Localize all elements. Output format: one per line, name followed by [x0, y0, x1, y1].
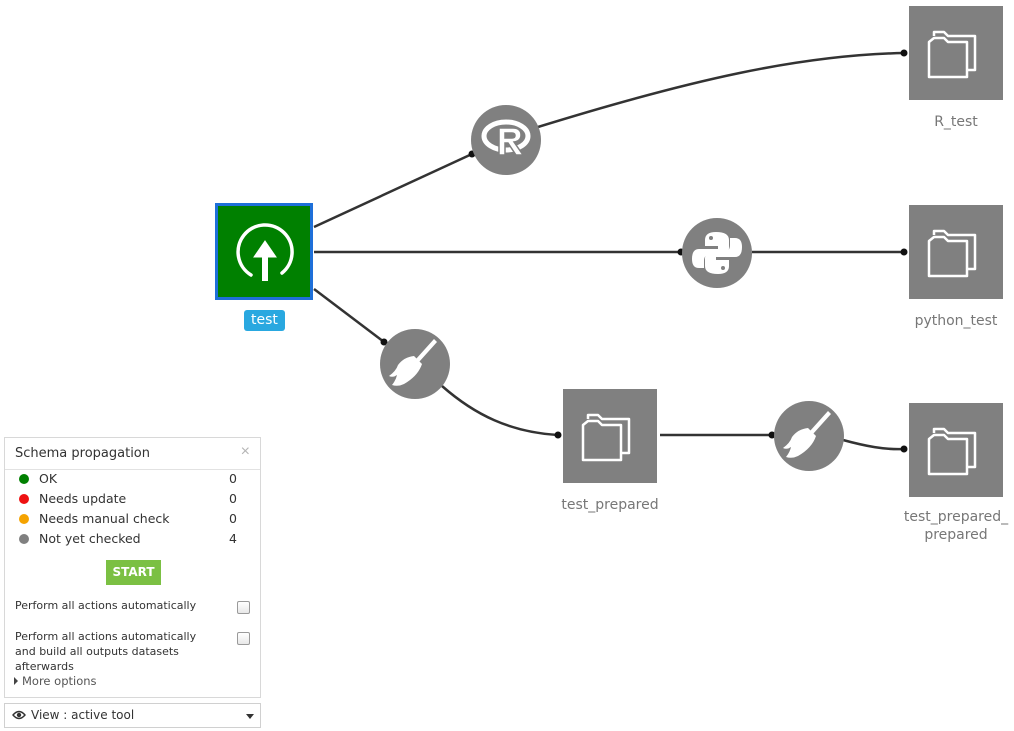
- edge-dot: [900, 445, 908, 453]
- python-icon: [692, 232, 742, 274]
- status-row-not-yet-checked: Not yet checked 4: [5, 530, 260, 550]
- broom-icon: [783, 411, 831, 458]
- status-dot-needs-manual-check: [19, 514, 29, 524]
- panel-title: Schema propagation: [15, 446, 151, 461]
- option-auto-checkbox[interactable]: [237, 601, 250, 614]
- option-auto-row: Perform all actions automatically: [15, 598, 250, 616]
- status-count: 4: [229, 531, 237, 546]
- recipe-node-r[interactable]: [471, 105, 541, 175]
- view-select-label: View : active tool: [31, 708, 135, 722]
- schema-propagation-panel: Schema propagation × OK 0 Needs update 0…: [4, 437, 261, 698]
- more-options-toggle[interactable]: More options: [14, 674, 97, 688]
- dataset-label-r-test[interactable]: R_test: [934, 114, 978, 130]
- status-dot-not-yet-checked: [19, 534, 29, 544]
- status-list: OK 0 Needs update 0 Needs manual check 0…: [5, 470, 260, 550]
- status-count: 0: [229, 471, 237, 486]
- status-dot-needs-update: [19, 494, 29, 504]
- option-auto-build-label: Perform all actions automatically and bu…: [15, 630, 197, 673]
- status-count: 0: [229, 491, 237, 506]
- status-label: Not yet checked: [39, 531, 141, 546]
- edge-dot: [768, 431, 776, 439]
- dataset-node-test[interactable]: [215, 203, 313, 300]
- r-language-icon: [481, 119, 531, 156]
- eye-icon: [12, 710, 26, 720]
- option-auto-build-row: Perform all actions automatically and bu…: [15, 629, 250, 673]
- chevron-down-icon: [246, 714, 254, 719]
- option-auto-build-checkbox[interactable]: [237, 632, 250, 645]
- dataset-node-test-prepared[interactable]: [563, 389, 657, 483]
- panel-header: Schema propagation ×: [5, 438, 260, 470]
- folder-icon: [927, 427, 977, 476]
- dataset-label-python-test[interactable]: python_test: [914, 313, 998, 329]
- edge-dot: [380, 338, 388, 346]
- more-options-label: More options: [22, 674, 97, 688]
- status-row-needs-manual-check: Needs manual check 0: [5, 510, 260, 530]
- recipe-node-prepare-2[interactable]: [774, 401, 844, 471]
- edge-dot: [900, 248, 908, 256]
- label-line-1: test_prepared_: [903, 509, 1009, 525]
- status-row-ok: OK 0: [5, 470, 260, 490]
- folder-icon: [927, 30, 977, 79]
- edge-r-recipe-to-r-test: [537, 51, 905, 129]
- recipe-node-python[interactable]: [682, 218, 752, 288]
- recipe-node-prepare-1[interactable]: [380, 329, 450, 399]
- dataset-label-test-prepared-prepared[interactable]: test_prepared_ prepared: [896, 508, 1014, 544]
- view-select[interactable]: View : active tool: [4, 703, 261, 728]
- dataset-label-test-prepared[interactable]: test_prepared: [561, 497, 659, 513]
- folder-icon: [927, 229, 977, 278]
- caret-right-icon: [14, 677, 18, 685]
- status-label: OK: [39, 471, 58, 486]
- close-icon[interactable]: ×: [240, 443, 250, 460]
- dataset-node-r-test[interactable]: [909, 6, 1003, 100]
- folder-icon: [581, 413, 631, 462]
- status-dot-ok: [19, 474, 29, 484]
- start-button[interactable]: START: [106, 560, 161, 585]
- edge-dot: [900, 49, 908, 57]
- option-auto-label: Perform all actions automatically: [15, 599, 197, 612]
- flow-edges: [313, 51, 905, 451]
- dataset-node-python-test[interactable]: [909, 205, 1003, 299]
- edge-prepare-recipe-2-to-final: [842, 438, 905, 451]
- upload-icon: [236, 223, 294, 281]
- edge-test-to-prepare-recipe-1: [313, 288, 385, 343]
- status-label: Needs manual check: [39, 511, 170, 526]
- dataset-node-test-prepared-prepared[interactable]: [909, 403, 1003, 497]
- edge-prepare-recipe-1-to-test-prepared: [441, 385, 559, 437]
- edge-dot: [554, 431, 562, 439]
- broom-icon: [389, 339, 437, 386]
- dataset-label-test[interactable]: test: [244, 310, 285, 331]
- status-count: 0: [229, 511, 237, 526]
- status-label: Needs update: [39, 491, 127, 506]
- edge-test-to-r-recipe: [313, 152, 473, 229]
- label-line-2: prepared: [924, 527, 988, 543]
- status-row-needs-update: Needs update 0: [5, 490, 260, 510]
